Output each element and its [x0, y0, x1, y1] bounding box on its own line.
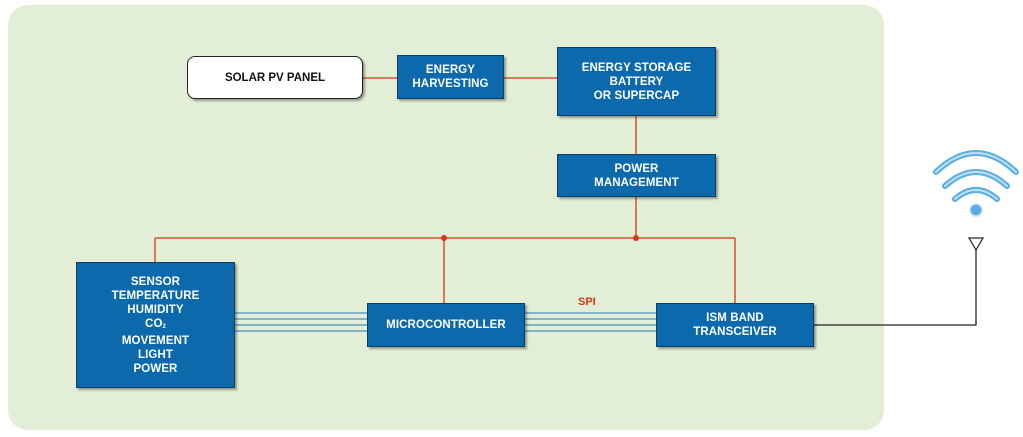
- harvesting-line-2: HARVESTING: [412, 78, 489, 90]
- transceiver-line-1: ISM BAND: [706, 312, 764, 324]
- transceiver-line-2: TRANSCEIVER: [693, 326, 777, 338]
- storage-line-3: OR SUPERCAP: [593, 89, 680, 102]
- wifi-signal-icon: [933, 150, 1019, 217]
- solar-pv-panel-block: SOLAR PV PANEL: [187, 56, 363, 99]
- sensor-item-power: POWER: [133, 362, 178, 375]
- power-line-1: POWER: [614, 162, 659, 175]
- co2-main: CO: [145, 317, 163, 330]
- antenna-feed-line: [814, 250, 977, 326]
- sensor-item-temperature: TEMPERATURE: [111, 289, 200, 302]
- sensor-item-light: LIGHT: [138, 348, 173, 361]
- spi-label: SPI: [578, 296, 596, 308]
- sensor-item-movement: MOVEMENT: [121, 334, 190, 347]
- sensor-item-humidity: HUMIDITY: [127, 303, 184, 316]
- co2-subscript: 2: [162, 323, 166, 330]
- storage-line-2: BATTERY: [609, 75, 664, 88]
- solar-label: SOLAR PV PANEL: [224, 71, 326, 84]
- mcu-label: MICROCONTROLLER: [386, 319, 506, 331]
- ism-transceiver-block: ISM BAND TRANSCEIVER: [656, 303, 814, 347]
- sensor-block: SENSOR TEMPERATURE HUMIDITY CO2 MOVEMENT…: [76, 262, 235, 388]
- antenna-icon: [967, 237, 985, 252]
- junction-dot: [633, 235, 639, 241]
- power-line-2: MANAGEMENT: [594, 176, 679, 189]
- junction-dot: [441, 235, 447, 241]
- energy-storage-block: ENERGY STORAGE BATTERY OR SUPERCAP: [557, 47, 716, 116]
- sensor-title: SENSOR: [130, 275, 181, 288]
- storage-line-1: ENERGY STORAGE: [581, 61, 692, 74]
- sensor-item-co2: CO2: [145, 317, 166, 334]
- power-management-block: POWER MANAGEMENT: [557, 154, 716, 197]
- harvesting-line-1: ENERGY: [425, 64, 476, 76]
- energy-harvesting-block: ENERGY HARVESTING: [397, 55, 504, 99]
- microcontroller-block: MICROCONTROLLER: [367, 303, 525, 347]
